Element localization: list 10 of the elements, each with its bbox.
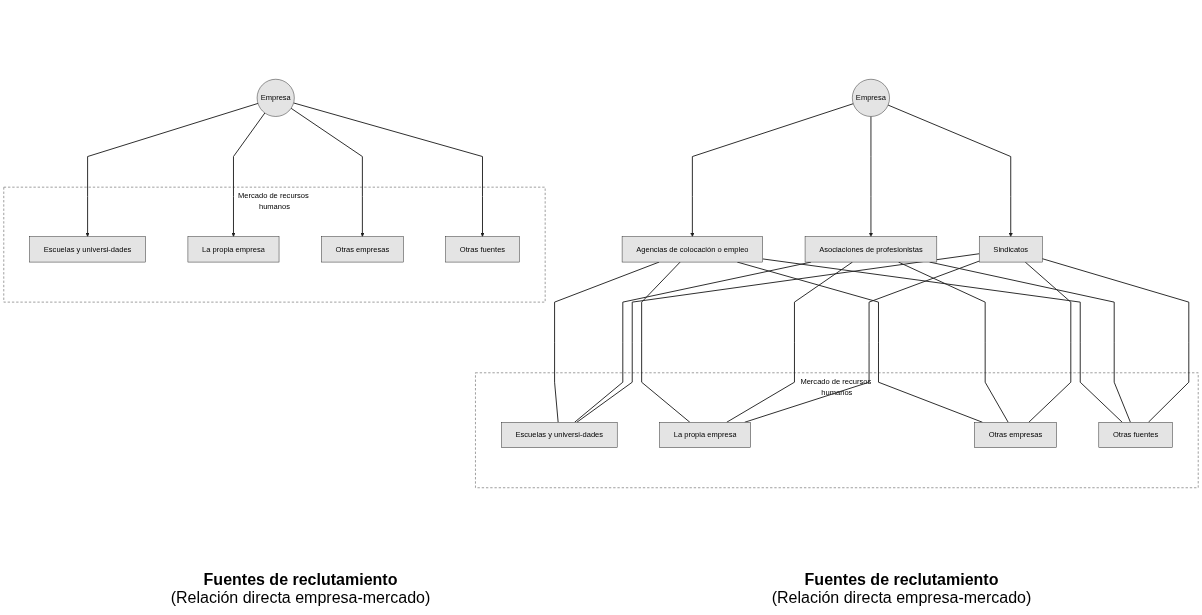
connector [1024,261,1072,423]
caption-note: (Relación directa empresa-mercado) [170,589,431,607]
connector [576,253,980,423]
caption-heading: Fuentes de reclutamiento [804,571,999,589]
caption-note: (Relación directa empresa-mercado) [771,589,1032,607]
connector [762,258,1123,423]
connector [1041,258,1190,423]
caption-heading: Fuentes de reclutamiento [203,571,398,589]
connector [726,261,853,423]
connector [641,261,691,423]
